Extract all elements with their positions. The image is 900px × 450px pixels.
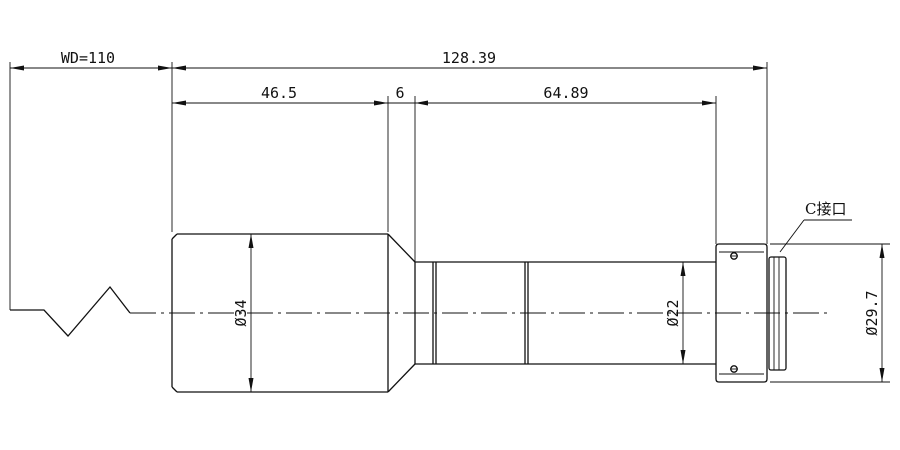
dimension-taper-label: 6 <box>395 84 404 102</box>
taper-section <box>387 233 416 393</box>
dimension-front-diameter: Ø34 <box>232 234 254 392</box>
dimension-wd: WD=110 <box>10 49 172 71</box>
rear-barrel <box>414 261 716 365</box>
c-mount-callout: C接口 <box>779 200 852 253</box>
front-barrel <box>171 233 389 393</box>
dimension-rear-barrel-label: 64.89 <box>543 84 588 102</box>
dimension-mount-diameter: Ø29.7 <box>863 244 885 382</box>
dimension-front-barrel: 46.5 <box>172 84 388 106</box>
dimension-total-length: 128.39 <box>172 49 767 71</box>
dimension-mount-diameter-label: Ø29.7 <box>863 290 881 335</box>
dimension-front-diameter-label: Ø34 <box>232 299 250 326</box>
dimension-front-barrel-label: 46.5 <box>261 84 297 102</box>
c-mount-label: C接口 <box>805 200 846 218</box>
dimension-rear-diameter: Ø22 <box>664 262 686 364</box>
break-line <box>10 285 131 337</box>
dimension-total-length-label: 128.39 <box>442 49 496 67</box>
flange <box>715 243 768 383</box>
dimension-wd-label: WD=110 <box>61 49 115 67</box>
c-mount-thread <box>768 256 787 371</box>
screw-hole-top-icon <box>730 252 738 260</box>
dimension-rear-barrel: 64.89 <box>415 84 716 106</box>
dimension-rear-diameter-label: Ø22 <box>664 299 682 326</box>
dimension-taper: 6 <box>388 84 428 106</box>
screw-hole-bottom-icon <box>730 365 738 373</box>
